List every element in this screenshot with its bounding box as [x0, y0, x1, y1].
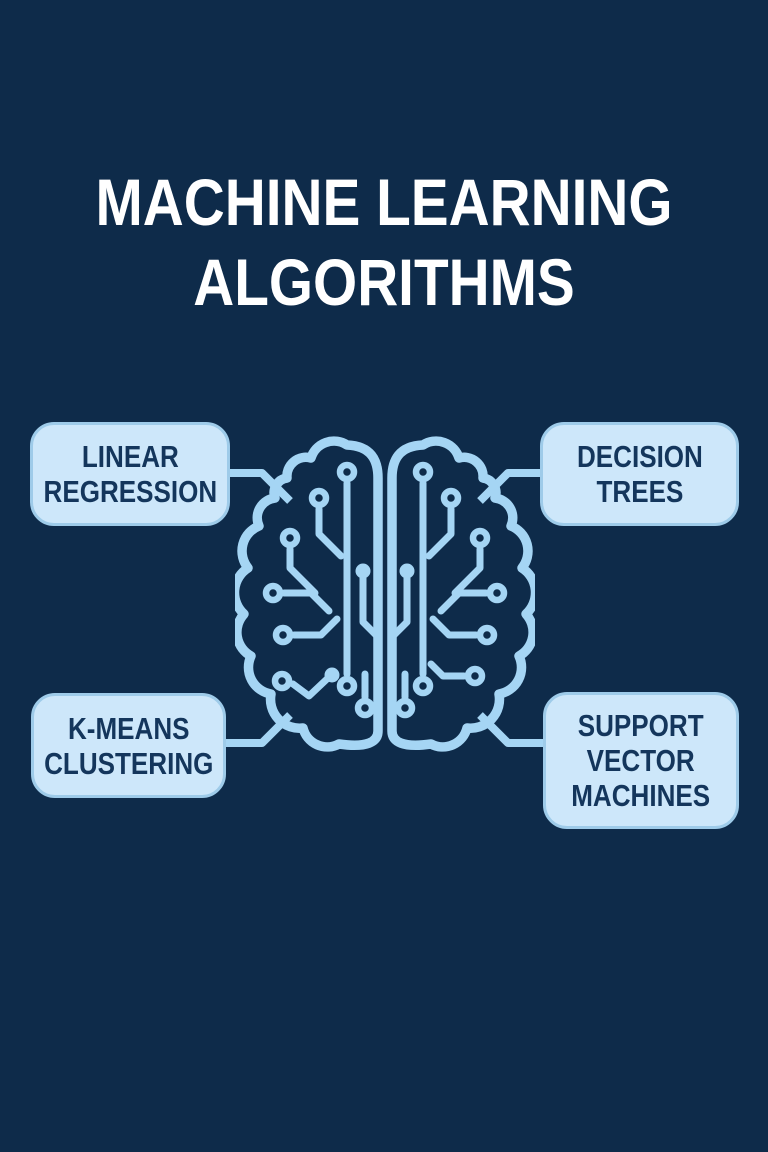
algorithm-box-k-means-clustering: K-MEANS CLUSTERING: [31, 693, 226, 798]
page-title-line-2: ALGORITHMS: [193, 245, 575, 319]
circuit-node: [336, 675, 358, 697]
algorithm-label: K-MEANS CLUSTERING: [44, 711, 213, 781]
algorithm-label-line: K-MEANS: [67, 710, 190, 746]
page-title-line-1: MACHINE LEARNING: [95, 165, 673, 239]
circuit-brain-icon: [235, 436, 535, 752]
algorithm-label-line: CLUSTERING: [43, 745, 214, 781]
circuit-node: [308, 487, 330, 509]
connector-line-top-right: [477, 469, 541, 504]
circuit-node: [394, 697, 416, 719]
algorithm-label: DECISION TREES: [577, 439, 703, 509]
connector-line-bottom-right: [477, 712, 544, 747]
brain-left-hemisphere-outline: [235, 436, 383, 752]
brain-right-circuit-traces: [390, 479, 490, 701]
brain-right-circuit-nodes: [394, 461, 508, 719]
page-title: MACHINE LEARNING ALGORITHMS: [54, 162, 714, 322]
circuit-dot: [399, 563, 415, 579]
algorithm-box-support-vector-machines: SUPPORT VECTOR MACHINES: [543, 692, 739, 829]
algorithm-box-linear-regression: LINEAR REGRESSION: [30, 422, 230, 526]
circuit-node: [486, 582, 508, 604]
circuit-dot: [324, 667, 340, 683]
circuit-node: [440, 487, 462, 509]
algorithm-box-decision-trees: DECISION TREES: [540, 422, 739, 526]
algorithm-label-line: LINEAR: [81, 439, 179, 474]
connector-line-bottom-left: [224, 712, 293, 747]
algorithm-label: SUPPORT VECTOR MACHINES: [572, 708, 711, 813]
circuit-node: [271, 670, 293, 692]
brain-left-circuit-traces: [280, 479, 380, 701]
circuit-node: [354, 697, 376, 719]
circuit-node: [412, 461, 434, 483]
connector-line-top-left: [228, 469, 293, 504]
circuit-node: [469, 527, 491, 549]
brain-left-circuit-nodes: [262, 461, 376, 719]
brain-right-hemisphere-outline: [387, 436, 535, 752]
circuit-dot: [355, 563, 371, 579]
algorithm-label-line: DECISION: [576, 439, 703, 474]
algorithm-label-line: MACHINES: [571, 778, 711, 813]
algorithm-label-line: VECTOR: [586, 743, 696, 778]
circuit-node: [412, 675, 434, 697]
circuit-node: [336, 461, 358, 483]
circuit-node: [464, 665, 486, 687]
circuit-node: [272, 624, 294, 646]
circuit-node: [262, 582, 284, 604]
algorithm-label-line: REGRESSION: [43, 474, 217, 509]
circuit-node: [279, 527, 301, 549]
circuit-node: [476, 624, 498, 646]
algorithm-label: LINEAR REGRESSION: [43, 439, 217, 509]
algorithm-label-line: TREES: [596, 474, 683, 509]
algorithm-label-line: SUPPORT: [578, 708, 704, 743]
